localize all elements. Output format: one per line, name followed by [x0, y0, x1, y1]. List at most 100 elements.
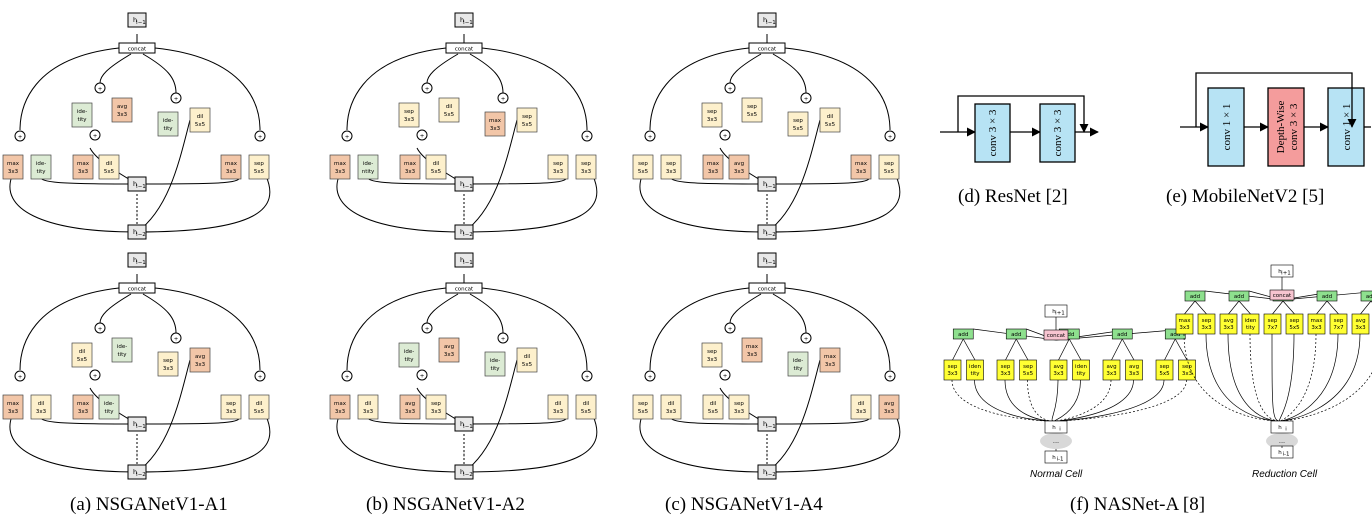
plus-label: +: [804, 336, 809, 342]
edge-line: [1164, 338, 1176, 361]
op-box: [329, 154, 351, 180]
h-node-sub: i−2: [463, 472, 473, 478]
h-node-label: h: [460, 16, 464, 24]
plus-label: +: [804, 96, 809, 102]
op-size-label: 3x3: [335, 409, 346, 415]
nas-op-box: [1263, 313, 1282, 335]
dashed-edge: [951, 379, 1057, 422]
op-label-dil: dil: [710, 401, 717, 407]
cell-a-top: ⋮+++++max3x3ide-titymax3x3dil5x5ide-tity…: [2, 12, 271, 240]
nas-op-label: sep: [1268, 318, 1278, 324]
plus-node: [254, 130, 266, 142]
h-node-sub: i−1: [136, 260, 146, 266]
h-node-label: h: [133, 256, 137, 264]
plus-node: [341, 130, 353, 142]
h-node-label: h: [763, 180, 767, 188]
dots-label: ⋮: [764, 210, 771, 218]
concat-label: concat: [758, 47, 777, 53]
op-label-sep: sep: [793, 118, 803, 124]
plus-label: +: [728, 86, 733, 92]
h-node-sub: i−2: [766, 232, 776, 238]
plus-node: [724, 82, 736, 94]
nas-h-sub: i+1: [1055, 311, 1065, 317]
plus-label: +: [98, 326, 103, 332]
edge-line: [1272, 300, 1284, 315]
op-label-max: max: [77, 401, 90, 407]
op-size-label: 3x3: [78, 409, 89, 415]
op-size-label: 5x5: [825, 122, 836, 128]
op-label-avg: avg: [884, 401, 894, 407]
op-size-label: 3x3: [335, 169, 346, 175]
concat-label: concat: [128, 47, 147, 53]
dashed-edge: [1055, 379, 1187, 422]
h-node-sub: i−1: [463, 260, 473, 266]
edge-line: [649, 47, 750, 131]
op-box: [632, 394, 654, 420]
op-size-label: 3x3: [884, 409, 895, 415]
cell-c-bottom: ⋮+++++sep5x5dil3x3dil5x5sep3x3sep3x3max3…: [632, 252, 901, 480]
op-label-ide-: ide-: [163, 118, 173, 124]
nas-op-box: [1178, 359, 1196, 381]
op-label-max: max: [225, 161, 238, 167]
caption-f: (f) NASNet-A [8]: [1070, 494, 1205, 515]
nas-op-size: 3x3: [1182, 371, 1193, 377]
op-box: [632, 154, 654, 180]
nas-op-label: avg: [1223, 318, 1233, 324]
op-label-sep: sep: [707, 109, 717, 115]
nas-op-label: sep: [1334, 318, 1344, 324]
plus-node: [89, 129, 101, 141]
op-label-dil: dil: [197, 114, 204, 120]
op-size-label: 5x5: [522, 362, 533, 368]
op-size-label: tity: [117, 352, 127, 358]
nas-op-size: tity: [1076, 371, 1086, 377]
h-node: [127, 12, 147, 28]
nas-op-size: 7x7: [1333, 325, 1344, 331]
plus-label: +: [345, 374, 350, 380]
op-box: [111, 97, 133, 123]
edge-line: [469, 293, 504, 334]
dots-label: ⋮: [764, 450, 771, 458]
edge-line: [142, 293, 177, 334]
op-size-label: 3x3: [581, 169, 592, 175]
plus-label: +: [723, 133, 728, 139]
plus-label: +: [585, 134, 590, 140]
nas-op-label: sep: [1202, 318, 1212, 324]
plus-label: +: [420, 373, 425, 379]
caption-b: (b) NSGANetV1-A2: [366, 494, 525, 515]
mobilenet-block: conv 1 × 1 Depth-Wise conv 3 × 3 conv 1 …: [1180, 72, 1371, 167]
h-node-sub: i−1: [766, 184, 776, 190]
dashed-edge: [1054, 379, 1112, 422]
resnet-conv-1-label: conv 3 × 3: [987, 109, 999, 156]
op-box: [72, 394, 94, 420]
edge-line: [426, 53, 459, 84]
edge-line: [772, 53, 807, 94]
op-label-max: max: [746, 344, 759, 350]
op-size-label: 3x3: [36, 409, 47, 415]
plus-node: [170, 92, 182, 104]
op-label-dil: dil: [446, 104, 453, 110]
edge-line: [639, 175, 768, 233]
nas-op-size: 3x3: [1223, 325, 1234, 331]
nas-op-label: sep: [1023, 364, 1033, 370]
concat-box: [748, 282, 786, 294]
nas-h-sub: i: [1285, 427, 1287, 433]
h-node-label: h: [133, 228, 137, 236]
nas-h-sub: i-1: [1056, 457, 1063, 463]
edge-line: [766, 415, 901, 473]
op-label-dil: dil: [433, 161, 440, 167]
nas-op-label: sep: [1001, 364, 1011, 370]
plus-node: [14, 130, 26, 142]
op-box: [2, 394, 24, 420]
nas-add-box: [1111, 328, 1133, 340]
plus-node: [254, 370, 266, 382]
plus-label: +: [258, 134, 263, 140]
op-box: [72, 154, 94, 180]
op-box: [787, 351, 809, 377]
edge-line: [346, 287, 447, 371]
cell-b-top: ⋮+++++max3x3ide-ntitymax3x3dil5x5sep3x3d…: [329, 12, 598, 240]
op-size-label: 3x3: [404, 117, 415, 123]
op-label-avg: avg: [195, 354, 205, 360]
mobilenet-depthwise: [1267, 87, 1305, 167]
op-label-ide-: ide-: [363, 161, 373, 167]
edge-line: [426, 293, 459, 324]
